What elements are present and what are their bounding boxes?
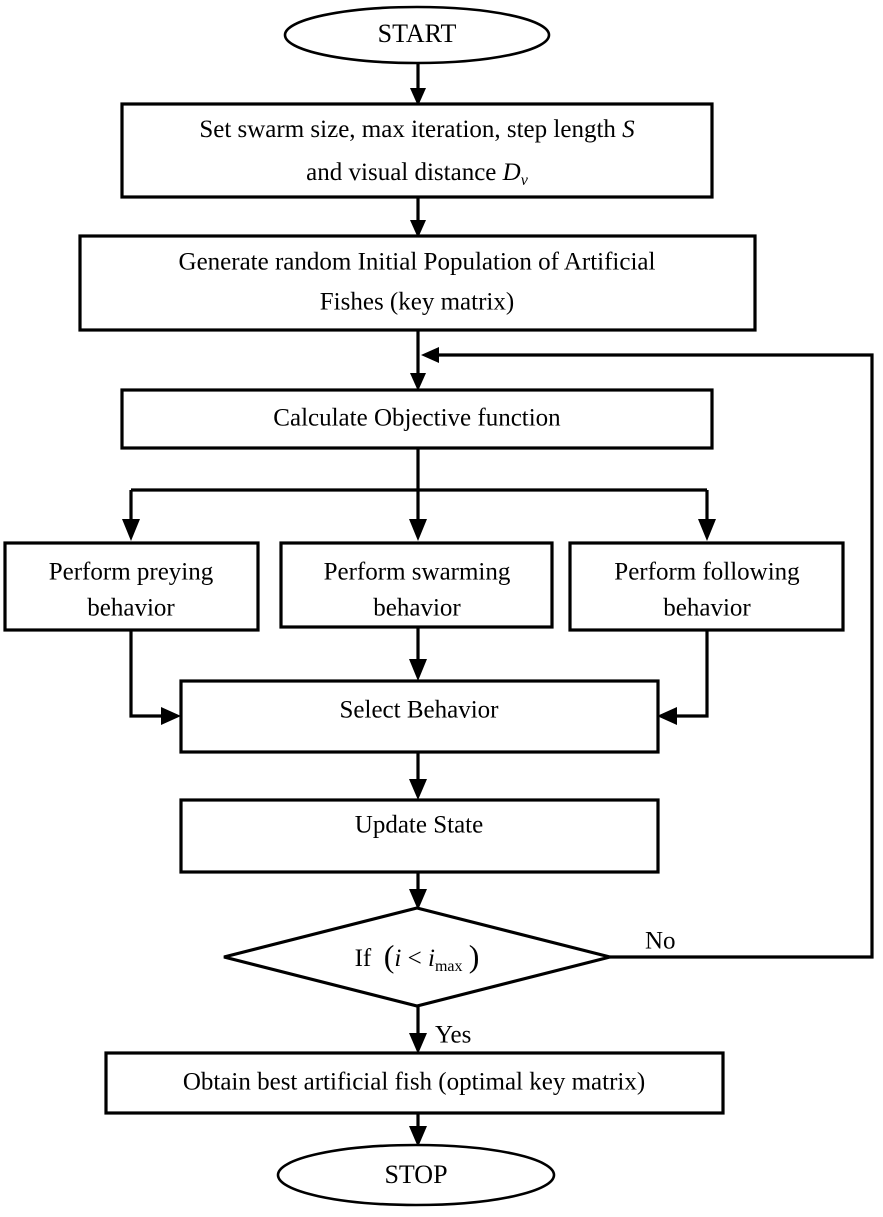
edge-generate-to-calculate: [410, 330, 426, 391]
node-calculate-objective[interactable]: Calculate Objective function: [120, 388, 714, 450]
node-preying-line2: behavior: [87, 595, 175, 622]
node-set-params-line1: Set swarm size, max iteration, step leng…: [199, 116, 635, 143]
edge-update-to-decision: [409, 872, 427, 910]
node-swarming-line1: Perform swarming: [324, 559, 511, 586]
node-swarming-line2: behavior: [373, 595, 461, 622]
edge-select-to-update: [409, 752, 427, 800]
node-following-line2: behavior: [663, 595, 751, 622]
node-generate-population-line1: Generate random Initial Population of Ar…: [179, 249, 656, 276]
node-stop[interactable]: STOP: [276, 1143, 556, 1207]
node-preying[interactable]: Perform preying behavior: [3, 541, 260, 632]
node-decision-label: If (i < imax ): [355, 938, 480, 974]
node-swarming[interactable]: Perform swarming behavior: [279, 541, 554, 629]
node-stop-label: STOP: [384, 1160, 447, 1189]
node-start-label: START: [378, 19, 457, 48]
node-obtain-best[interactable]: Obtain best artificial fish (optimal key…: [104, 1051, 725, 1115]
edge-split-to-preying: [122, 490, 140, 541]
node-generate-population-line2: Fishes (key matrix): [320, 289, 514, 316]
edge-set-params-to-generate: [410, 197, 426, 238]
edge-no-feedback-loop: [421, 347, 874, 959]
node-following[interactable]: Perform following behavior: [568, 541, 845, 632]
node-generate-population[interactable]: Generate random Initial Population of Ar…: [78, 234, 757, 332]
edge-split-to-following: [698, 490, 716, 541]
edge-obtain-to-stop: [409, 1113, 427, 1147]
node-set-params[interactable]: Set swarm size, max iteration, step leng…: [120, 102, 714, 199]
node-select-behavior-label: Select Behavior: [340, 697, 500, 724]
node-following-line1: Perform following: [614, 559, 800, 586]
edge-yes-to-obtain: [409, 1007, 427, 1054]
node-update-state[interactable]: Update State: [179, 798, 660, 874]
edge-start-to-set-params: [410, 62, 426, 106]
node-obtain-best-label: Obtain best artificial fish (optimal key…: [183, 1069, 645, 1096]
node-preying-line1: Perform preying: [49, 559, 214, 586]
node-start[interactable]: START: [283, 5, 551, 65]
edge-label-no: No: [645, 928, 676, 955]
edge-following-to-select: [657, 630, 709, 725]
edge-preying-to-select: [129, 630, 181, 725]
node-update-state-label: Update State: [355, 812, 483, 839]
node-calculate-objective-label: Calculate Objective function: [273, 405, 561, 432]
node-select-behavior[interactable]: Select Behavior: [179, 679, 660, 754]
edge-swarming-to-select: [409, 627, 427, 681]
edge-split-to-swarming: [409, 490, 427, 541]
node-decision[interactable]: If (i < imax ): [223, 906, 611, 1008]
edge-label-yes: Yes: [435, 1022, 471, 1049]
node-set-params-line2: and visual distance Dv: [306, 159, 529, 189]
